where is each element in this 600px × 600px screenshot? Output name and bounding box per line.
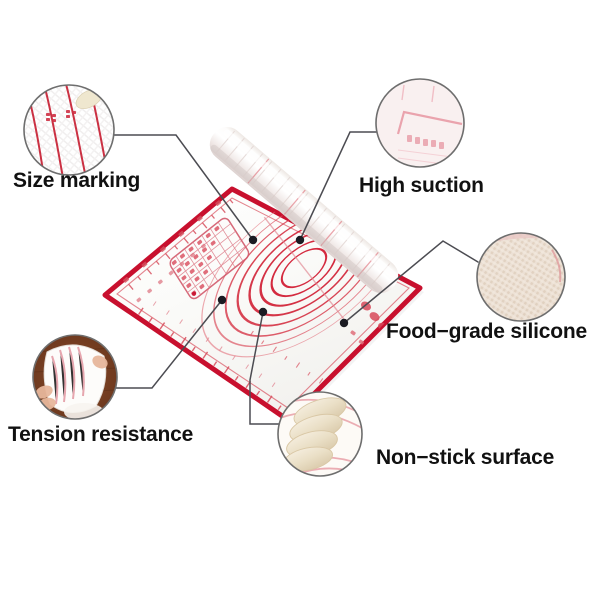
leader-non-stick <box>249 311 280 425</box>
mat-center-ticks <box>249 330 324 384</box>
mat-red-stripes <box>51 346 85 405</box>
dough-wrappers <box>282 397 347 472</box>
callout-circle-non-stick[interactable] <box>277 391 363 477</box>
suction-corner-frame <box>396 110 463 135</box>
callout-label-non-stick-surface: Non−stick surface <box>376 446 555 469</box>
mat-ruler-left-secondary <box>136 243 206 303</box>
leader-tension-resistance <box>115 299 223 389</box>
callout-circle-food-grade[interactable] <box>476 232 566 322</box>
callout-ring-tension <box>32 334 118 420</box>
callout-circle-size-marking[interactable] <box>23 84 116 178</box>
leader-high-suction <box>299 131 378 241</box>
callout-ring-high-suction <box>375 78 465 168</box>
callout-label-high-suction: High suction <box>359 174 484 197</box>
leader-size-marking <box>113 134 254 241</box>
callout-circle-tension[interactable] <box>32 334 118 421</box>
callout-zoom-non-stick <box>278 392 362 476</box>
leader-dot-high-suction <box>295 235 305 245</box>
leader-lines <box>113 131 479 425</box>
rolling-pin-body <box>209 126 399 294</box>
leader-dots <box>217 235 349 328</box>
callout-zoom-high-suction <box>376 79 464 167</box>
mat-inner-frame <box>116 197 410 409</box>
callout-ring-food-grade <box>476 232 566 322</box>
leader-dot-food-grade <box>339 318 349 328</box>
mat-grid-table <box>169 217 250 300</box>
callout-ring-size-marking <box>23 84 115 176</box>
callout-zoom-food-grade <box>477 233 565 321</box>
product-photo <box>102 126 424 424</box>
rolling-pin-highlight <box>223 129 396 278</box>
hand-grip <box>35 355 108 411</box>
callout-circle-high-suction[interactable] <box>375 78 465 168</box>
leader-dot-non-stick <box>258 307 268 317</box>
mat-ruler-bottom-secondary <box>152 301 276 388</box>
rolling-pin <box>209 126 399 294</box>
callout-label-food-grade-silicone: Food−grade silicone <box>386 320 587 343</box>
leader-food-grade <box>343 240 479 324</box>
rolling-pin-shade <box>210 144 383 293</box>
callout-zoom-tension <box>33 335 117 419</box>
mesh-red-trim <box>551 249 562 283</box>
callout-ring-non-stick <box>277 391 363 477</box>
mat-ruler-left <box>123 199 234 290</box>
callout-label-size-marking: Size marking <box>13 169 141 192</box>
callout-label-tension-resistance: Tension resistance <box>8 423 194 446</box>
leader-dot-size-marking <box>248 235 258 245</box>
leader-dot-tension-resistance <box>217 295 227 305</box>
